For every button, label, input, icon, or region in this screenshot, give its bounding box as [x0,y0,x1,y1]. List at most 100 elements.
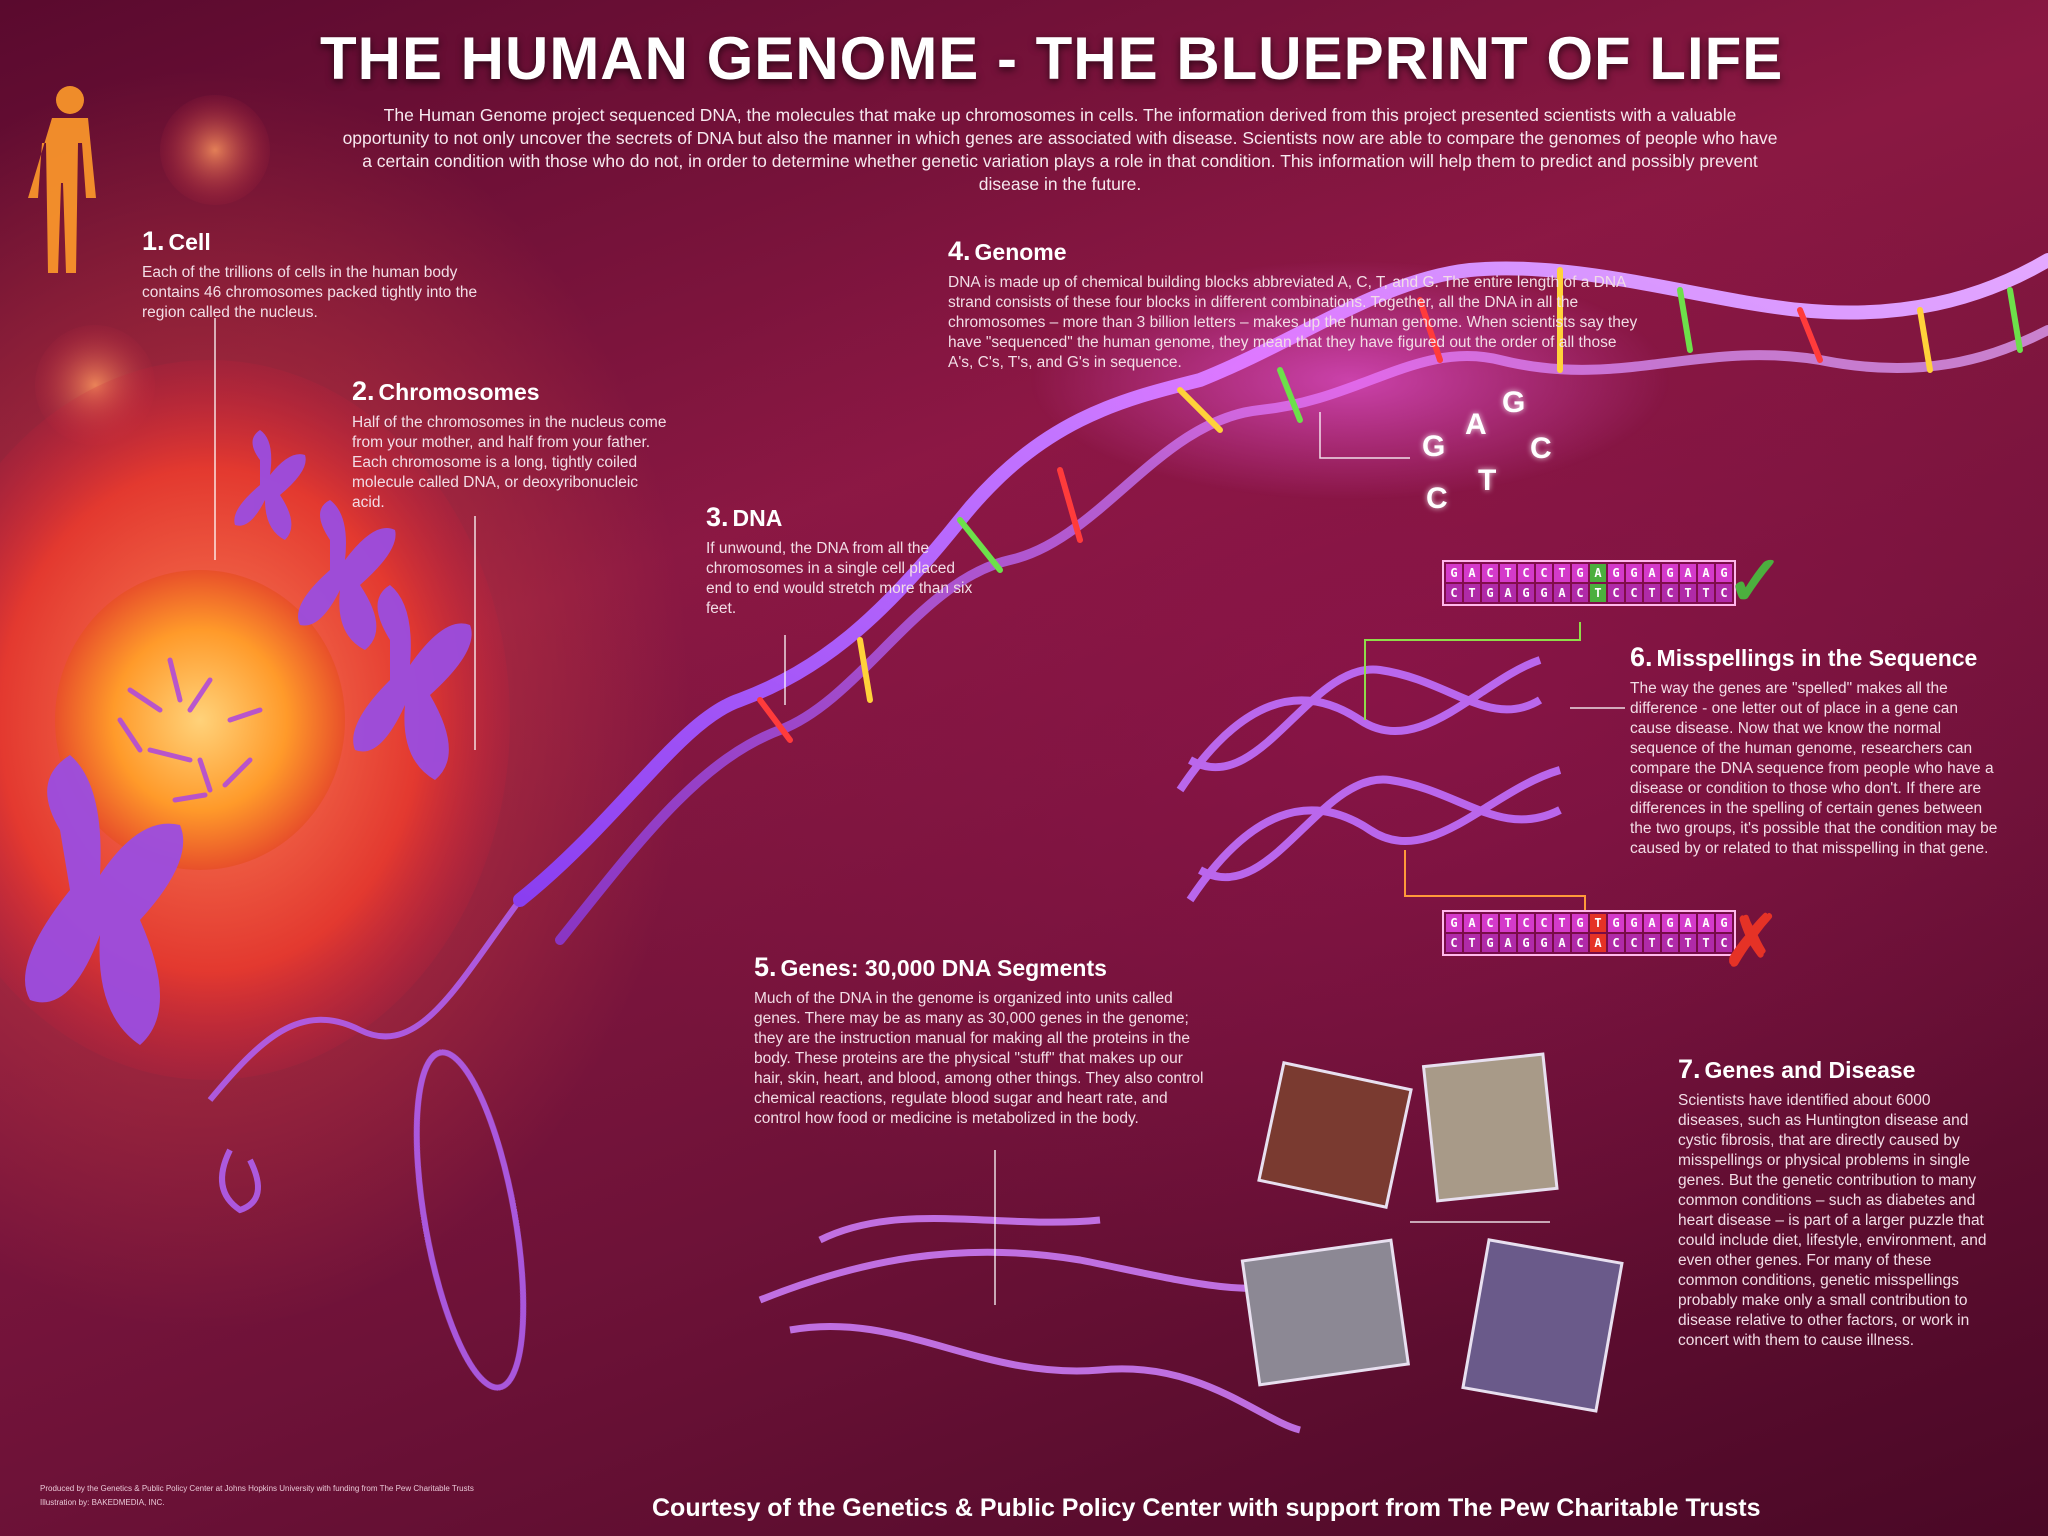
section-heading: Genome [974,239,1067,265]
sequence-base: A [1644,564,1660,582]
sequence-base: G [1482,584,1498,602]
section-heading: DNA [732,505,783,531]
sequence-base: C [1572,934,1588,952]
section-chromosomes-body: Half of the chromosomes in the nucleus c… [352,414,667,511]
section-genes: 5.Genes: 30,000 DNA Segments Much of the… [754,952,1210,1129]
sequence-base: A [1698,564,1714,582]
intro-paragraph: The Human Genome project sequenced DNA, … [342,105,1778,194]
section-heading: Genes and Disease [1704,1057,1916,1083]
sequence-base: G [1518,584,1534,602]
human-figure-icon [28,86,96,273]
section-number: 4. [948,236,971,266]
gene-segments [758,1214,1302,1434]
dna-letter-g1: G [1422,430,1446,463]
sequence-base: C [1662,934,1678,952]
background-cell [160,95,270,205]
credit-line: Courtesy of the Genetics & Public Policy… [652,1494,1761,1522]
coiled-dna [207,898,527,1391]
section-number: 3. [706,502,729,532]
sequence-base: G [1662,914,1678,932]
sequence-base: C [1536,914,1552,932]
section-disease-title: 7.Genes and Disease [1678,1054,1988,1085]
section-disease-body: Scientists have identified about 6000 di… [1678,1092,1987,1349]
chromosome [25,430,472,1045]
section-number: 1. [142,226,165,256]
nucleus [55,570,345,870]
sequence-base: C [1572,584,1588,602]
fineprint-line-2: Illustration by: BAKEDMEDIA, INC. [40,1498,165,1507]
sequence-base: G [1716,914,1732,932]
dna-base-pairs [757,267,2023,743]
section-heading: Cell [168,229,211,255]
sequence-base: A [1590,564,1606,582]
sequence-base: T [1698,934,1714,952]
nucleus-chromatin [117,657,263,803]
sequence-base: C [1716,934,1732,952]
sequence-base: C [1446,584,1462,602]
fineprint-line-1: Produced by the Genetics & Public Policy… [40,1484,474,1493]
sequence-base: T [1500,564,1516,582]
sequence-base: C [1608,584,1624,602]
sequence-base: C [1518,914,1534,932]
sequence-base: G [1716,564,1732,582]
section-number: 5. [754,952,777,982]
sequence-base: T [1464,584,1480,602]
section-disease: 7.Genes and Disease Scientists have iden… [1678,1054,1988,1351]
sequence-base: A [1464,914,1480,932]
sequence-base: T [1680,584,1696,602]
section-dna-title: 3.DNA [706,502,976,533]
section-heading: Chromosomes [378,379,540,405]
section-cell-title: 1.Cell [142,226,482,257]
sequence-base: G [1482,934,1498,952]
sequence-base: A [1500,584,1516,602]
sequence-base: C [1536,564,1552,582]
section-dna: 3.DNA If unwound, the DNA from all the c… [706,502,976,619]
sequence-base: A [1554,584,1570,602]
sequence-base: G [1608,914,1624,932]
sequence-base: G [1536,584,1552,602]
section-misspellings-body: The way the genes are "spelled" makes al… [1630,680,1998,857]
sequence-base: G [1518,934,1534,952]
dna-letter-c2: C [1426,482,1448,515]
sequence-base: A [1464,564,1480,582]
sequence-base: G [1662,564,1678,582]
dna-letter-t: T [1478,464,1497,497]
sequence-base: T [1644,934,1660,952]
sequence-base: A [1590,934,1606,952]
dna-letter-g2: G [1502,386,1526,419]
dna-letter-a: A [1465,408,1487,441]
sequence-base: C [1626,584,1642,602]
section-dna-body: If unwound, the DNA from all the chromos… [706,540,973,617]
sequence-base: T [1590,914,1606,932]
sequence-base: T [1464,934,1480,952]
sequence-base: G [1626,914,1642,932]
section-cell: 1.Cell Each of the trillions of cells in… [142,226,482,323]
comparison-helix-lower [1186,766,1562,903]
section-number: 2. [352,376,375,406]
dna-letter-c1: C [1530,432,1552,465]
section-genome: 4.Genome DNA is made up of chemical buil… [948,236,1638,373]
sequence-connectors-red [1404,850,1586,912]
sequence-base: T [1590,584,1606,602]
page-title: THE HUMAN GENOME - THE BLUEPRINT OF LIFE [320,25,1784,92]
section-misspellings: 6.Misspellings in the Sequence The way t… [1630,642,2002,859]
section-number: 7. [1678,1054,1701,1084]
sequence-base: T [1500,914,1516,932]
checkmark-icon: ✓ [1726,542,1785,620]
section-genome-body: DNA is made up of chemical building bloc… [948,274,1638,371]
sequence-base: A [1554,934,1570,952]
sequence-base: G [1446,914,1462,932]
comparison-helix-upper [1176,656,1543,793]
sequence-base: T [1680,934,1696,952]
sequence-base: A [1500,934,1516,952]
section-heading: Genes: 30,000 DNA Segments [780,955,1107,981]
sequence-base: C [1608,934,1624,952]
sequence-base: A [1698,914,1714,932]
sequence-base: C [1626,934,1642,952]
sequence-base: C [1482,564,1498,582]
